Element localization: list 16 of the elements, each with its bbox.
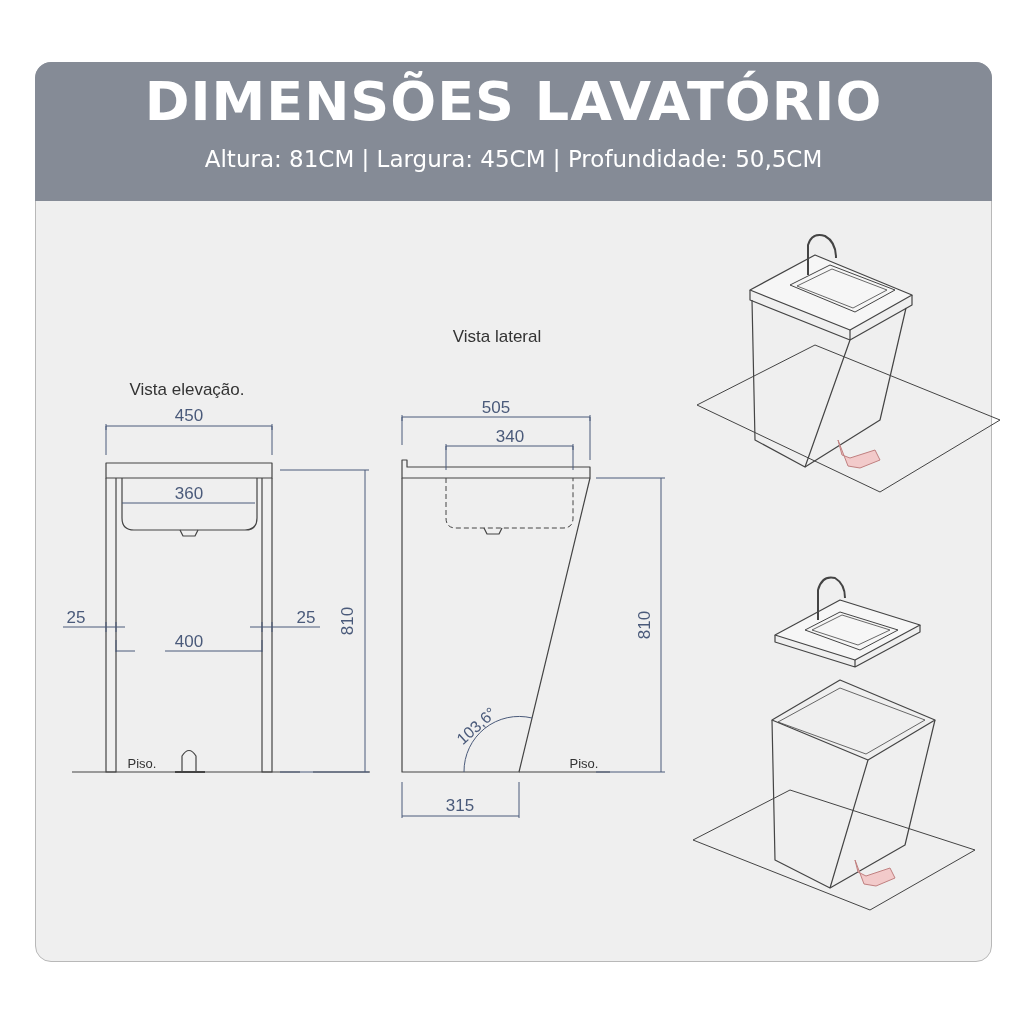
dimension-label: 25 [66,608,86,627]
dimension-label: 315 [445,796,475,815]
subtitle: Altura: 81CM | Largura: 45CM | Profundidade: 50,5CM [203,146,824,172]
dimension-label: 400 [174,632,204,651]
view-title: Vista elevação. [129,380,245,399]
floor-label: Piso. [569,756,599,771]
dimension-label: 25 [296,608,316,627]
dimension-label: 450 [174,406,204,425]
floor-label: Piso. [127,756,157,771]
dimension-label: 505 [481,398,511,417]
dimension-label: 810 [635,610,654,640]
page-title: DIMENSÕES LAVATÓRIO [143,70,884,133]
dimension-label: 340 [495,427,525,446]
dimension-label: 810 [338,606,357,636]
view-title: Vista lateral [452,327,542,346]
dimension-label: 360 [174,484,204,503]
